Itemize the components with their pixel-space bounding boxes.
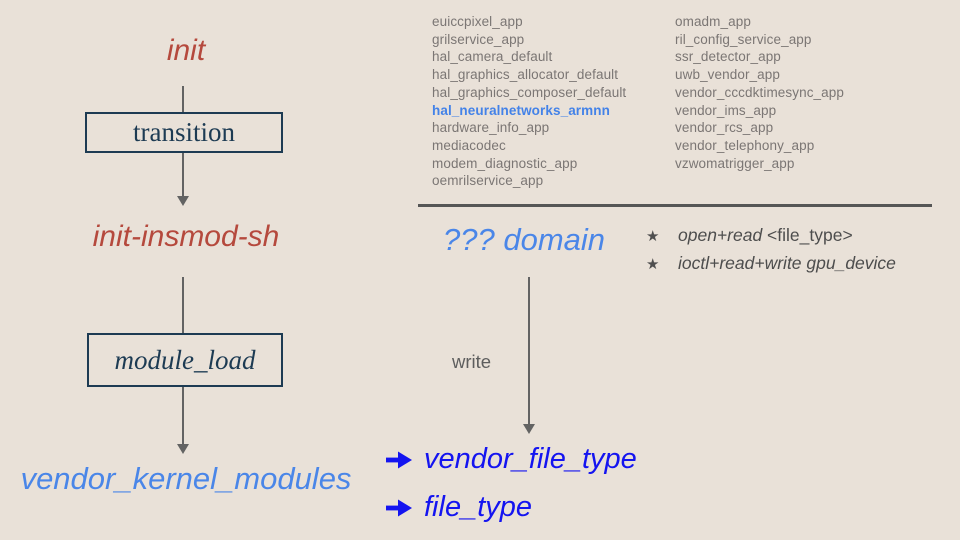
- app-list-item-highlighted: hal_neuralnetworks_armnn: [432, 102, 610, 118]
- star-bullet-icon: ★: [646, 256, 660, 273]
- arrowhead-down-icon: [523, 424, 535, 434]
- section-divider: [418, 204, 932, 207]
- init-insmod-sh-label: init-insmod-sh: [92, 220, 280, 253]
- app-list-column-2: omadm_app ril_config_service_app ssr_det…: [675, 13, 844, 172]
- app-list-column-1: euiccpixel_app grilservice_app hal_camer…: [432, 13, 626, 190]
- app-list-item: vendor_telephony_app: [675, 137, 815, 153]
- heavy-right-arrow-icon: [386, 451, 412, 468]
- edge-init-to-transition: [182, 86, 184, 113]
- module-load-box: module_load: [87, 333, 283, 387]
- module-load-box-label: module_load: [114, 344, 256, 375]
- app-list-item: uwb_vendor_app: [675, 67, 780, 83]
- app-list-item: hardware_info_app: [432, 120, 550, 136]
- app-list-item: oemrilservice_app: [432, 173, 544, 189]
- app-list-item: euiccpixel_app: [432, 14, 523, 29]
- heavy-right-arrow-icon: [386, 499, 412, 516]
- permission-item: ★ open+read <file_type>: [646, 225, 896, 246]
- app-list-item: ril_config_service_app: [675, 31, 812, 47]
- app-list-item: omadm_app: [675, 14, 751, 29]
- app-list-item: vendor_cccdktimesync_app: [675, 84, 844, 100]
- app-list-item: hal_graphics_allocator_default: [432, 67, 619, 83]
- app-list-item: hal_camera_default: [432, 49, 553, 65]
- app-list-item: vendor_rcs_app: [675, 120, 774, 136]
- app-list-item: ssr_detector_app: [675, 49, 781, 65]
- domain-permissions-list: ★ open+read <file_type> ★ ioctl+read+wri…: [646, 225, 896, 274]
- file-type-label: file_type: [424, 491, 533, 523]
- transition-box-label: transition: [133, 117, 235, 147]
- app-list-item: hal_graphics_composer_default: [432, 84, 627, 100]
- edge-transition-to-insmod: [182, 153, 184, 197]
- vendor-kernel-modules-label: vendor_kernel_modules: [20, 461, 352, 496]
- permission-object: <file_type>: [762, 225, 853, 245]
- app-list-item: mediacodec: [432, 137, 506, 153]
- app-list-item: modem_diagnostic_app: [432, 155, 578, 171]
- permission-verbs: open+read: [678, 225, 763, 245]
- edge-domain-to-filetypes: [528, 277, 530, 425]
- init-domain-label: init: [166, 34, 206, 67]
- edge-moduleload-to-target: [182, 387, 184, 445]
- star-bullet-icon: ★: [646, 228, 660, 245]
- transition-box: transition: [85, 112, 283, 153]
- arrowhead-down-icon: [177, 196, 189, 206]
- permission-item: ★ ioctl+read+write gpu_device: [646, 253, 896, 274]
- app-list-item: vzwomatrigger_app: [675, 155, 795, 171]
- app-list-item: grilservice_app: [432, 31, 525, 47]
- write-edge-label: write: [452, 351, 492, 372]
- result-row: vendor_file_type: [385, 443, 637, 476]
- app-list-item: vendor_ims_app: [675, 102, 777, 118]
- result-row: file_type: [385, 491, 532, 524]
- permission-verbs: ioctl+read+write gpu_device: [678, 253, 896, 273]
- edge-insmod-to-moduleload: [182, 277, 184, 333]
- vendor-file-type-label: vendor_file_type: [424, 443, 637, 475]
- arrowhead-down-icon: [177, 444, 189, 454]
- unknown-domain-label: ??? domain: [443, 222, 606, 257]
